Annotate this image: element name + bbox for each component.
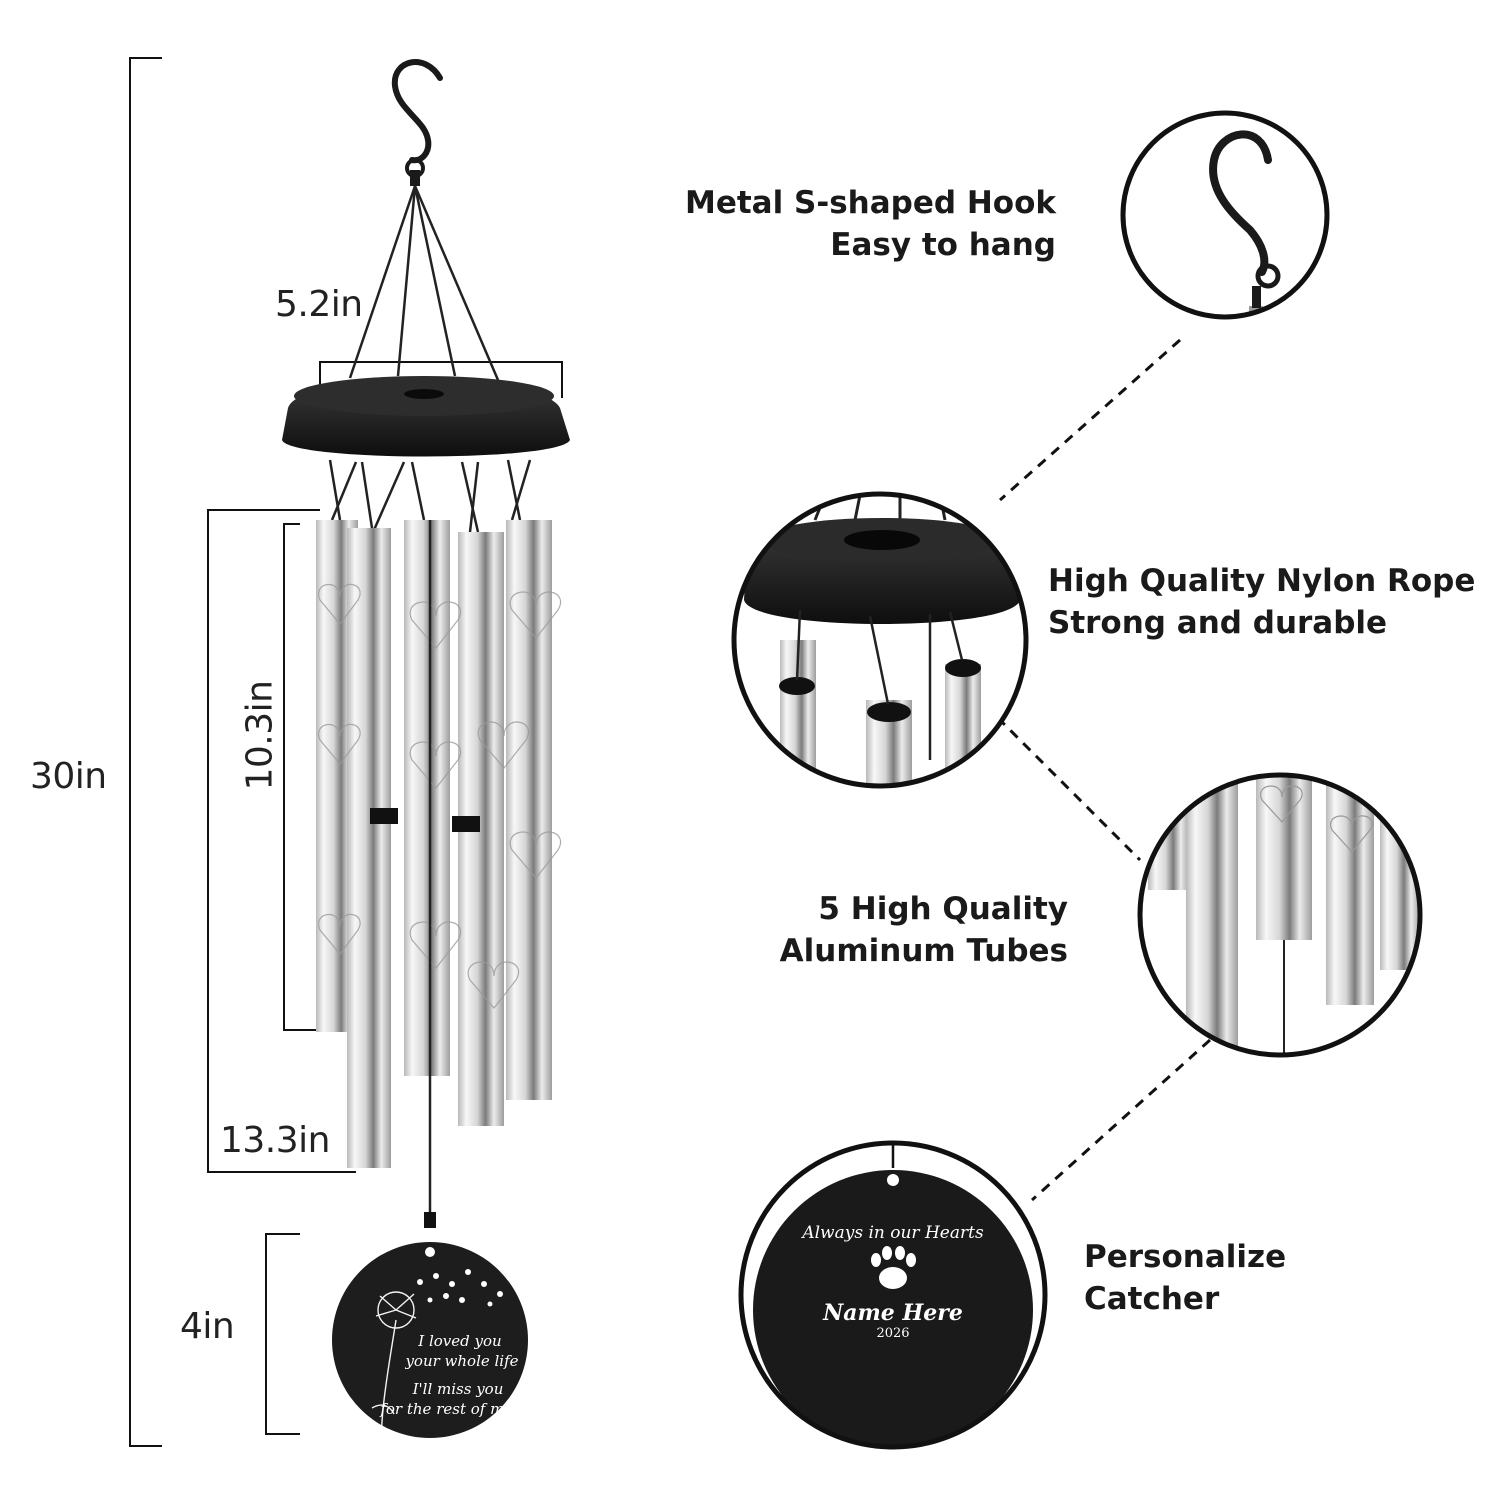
zoom-hook-circle: [1120, 110, 1330, 320]
hanging-ropes: [348, 185, 500, 381]
main-catcher-disc: I loved you your whole life I'll miss yo…: [332, 1242, 528, 1461]
aluminum-tubes: [316, 520, 562, 1168]
top-cap: [282, 376, 570, 457]
total-height-bracket: [129, 57, 162, 1447]
feature-rope: High Quality Nylon Rope Strong and durab…: [1048, 560, 1475, 644]
top-width-label: 5.2in: [275, 284, 363, 325]
long-tube-label: 13.3in: [220, 1120, 330, 1161]
feature-rope-line-2: Strong and durable: [1048, 605, 1388, 641]
catcher-line-4: for the rest of mine: [379, 1400, 527, 1418]
feature-tubes: 5 High Quality Aluminum Tubes: [780, 888, 1068, 972]
zoom-rope-circle: [731, 491, 1029, 789]
feature-hook-line-2: Easy to hang: [830, 227, 1056, 263]
callout-connectors: [983, 338, 1212, 1202]
feature-rope-line-1: High Quality Nylon Rope: [1048, 563, 1476, 599]
feature-tubes-line-1: 5 High Quality: [818, 891, 1068, 927]
paw-print-icon: [871, 1246, 916, 1289]
feature-tubes-line-2: Aluminum Tubes: [779, 933, 1068, 969]
catcher-line-2: your whole life: [404, 1352, 518, 1370]
short-tube-bracket: [283, 523, 340, 1031]
s-hook: [391, 59, 443, 164]
catcher-bracket: [265, 1233, 300, 1435]
feature-catcher: Personalize Catcher: [1084, 1236, 1286, 1320]
zoom-tubes-circle: [1137, 772, 1423, 1058]
zoom-catcher-top-text: Always in our Hearts: [800, 1223, 984, 1243]
feature-hook: Metal S-shaped Hook Easy to hang: [685, 182, 1056, 266]
top-width-bracket: [319, 361, 563, 398]
total-height-label: 30in: [30, 756, 107, 797]
long-tube-bracket: [207, 509, 356, 1173]
zoom-catcher-name: Name Here: [822, 1300, 963, 1326]
catcher-line-1: I loved you: [417, 1332, 501, 1350]
catcher-size-label: 4in: [180, 1306, 235, 1347]
feature-hook-line-1: Metal S-shaped Hook: [684, 185, 1056, 221]
feature-catcher-line-1: Personalize: [1084, 1239, 1287, 1275]
clapper: [370, 520, 480, 1228]
zoom-catcher-year: 2026: [876, 1326, 909, 1341]
catcher-line-3: I'll miss you: [412, 1380, 504, 1398]
short-tube-label: 10.3in: [239, 680, 281, 791]
zoom-catcher-circle: Always in our Hearts Name Here 2026: [738, 1140, 1048, 1450]
feature-catcher-line-2: Catcher: [1084, 1281, 1220, 1317]
